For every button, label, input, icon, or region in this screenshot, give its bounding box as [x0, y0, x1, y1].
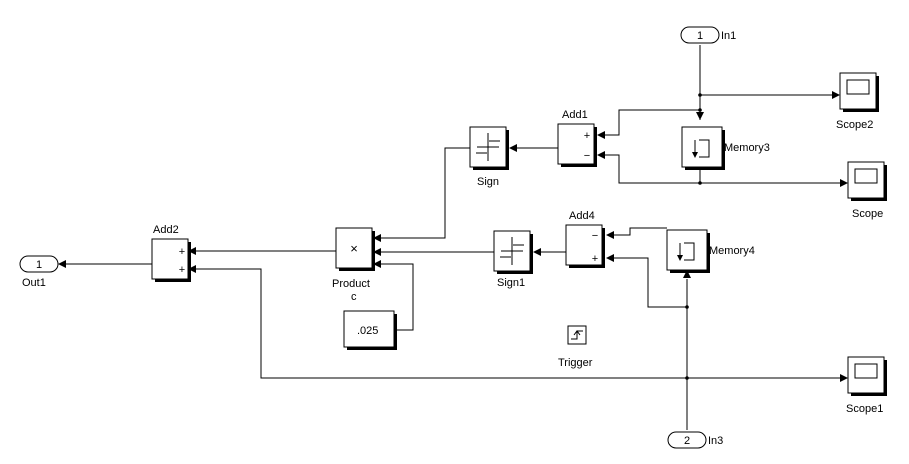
scope-screen-icon [854, 168, 878, 184]
inport-in1-label: In1 [721, 30, 736, 42]
add2-sign-bottom: + [179, 264, 185, 276]
add1-label: Add1 [562, 109, 588, 121]
product-label-suffix: c [351, 291, 357, 303]
wire-constant-product [381, 263, 414, 331]
wire-memory3-scope [699, 170, 840, 184]
sign-block[interactable]: Sign [469, 126, 509, 188]
add4-sign-bottom: + [592, 253, 598, 265]
product-multiply-icon: × [350, 241, 358, 256]
wire-memory3-add1 [605, 154, 700, 184]
inport-in1[interactable]: 1 In1 [680, 26, 736, 44]
scope-screen-icon [854, 363, 878, 379]
outport-out1-number: 1 [36, 259, 42, 271]
trigger-label: Trigger [558, 357, 593, 369]
constant-value: .025 [357, 325, 378, 337]
constant-block[interactable]: .025 [343, 310, 397, 350]
scope2-label: Scope2 [836, 119, 873, 131]
add4-sign-top: − [592, 230, 598, 242]
wire-memory4-add4 [614, 227, 667, 236]
outport-out1[interactable]: 1 Out1 [19, 255, 59, 289]
add2-sign-top: + [179, 246, 185, 258]
add4-label: Add4 [569, 210, 595, 222]
add2-block[interactable]: + + Add2 [151, 224, 191, 282]
wire-sign-product [381, 147, 470, 239]
trigger-block[interactable]: Trigger [558, 325, 593, 369]
add1-sign-bottom: − [584, 150, 590, 162]
product-label: Product [332, 278, 370, 290]
scope1-block[interactable]: Scope1 [846, 356, 887, 415]
add1-sign-top: + [584, 130, 590, 142]
scope-screen-icon [846, 79, 870, 95]
add4-block[interactable]: − + Add4 [565, 210, 605, 268]
scope1-label: Scope1 [846, 403, 883, 415]
memory4-label: Memory4 [709, 245, 755, 257]
scope-block[interactable]: Scope [847, 161, 887, 220]
junction-dots [685, 93, 702, 380]
memory-icon [677, 242, 695, 261]
sign1-label: Sign1 [497, 277, 525, 289]
wire-in3-add4 [614, 257, 687, 308]
signal-lines [66, 45, 840, 430]
memory3-label: Memory3 [724, 142, 770, 154]
arrowheads [58, 91, 848, 382]
sign-function-icon [500, 237, 524, 265]
inport-in3-number: 2 [684, 435, 690, 447]
wire-in3-add2 [196, 268, 687, 379]
sign1-block[interactable]: Sign1 [493, 230, 533, 289]
sign-label: Sign [477, 176, 499, 188]
inport-in3-label: In3 [708, 435, 723, 447]
memory3-block[interactable]: Memory3 [681, 126, 770, 170]
trigger-icon [571, 330, 583, 340]
add1-block[interactable]: + − Add1 [557, 109, 597, 167]
add2-label: Add2 [153, 224, 179, 236]
inport-in3[interactable]: 2 In3 [667, 431, 723, 449]
product-block[interactable]: × Product c [332, 227, 375, 303]
memory4-block[interactable]: Memory4 [666, 229, 755, 273]
scope2-block[interactable]: Scope2 [836, 72, 879, 131]
outport-out1-label: Out1 [22, 277, 46, 289]
memory-icon [692, 139, 710, 158]
scope-label: Scope [852, 208, 883, 220]
sign-function-icon [476, 133, 500, 161]
wire-in1-add1 [605, 109, 700, 136]
inport-in1-number: 1 [697, 30, 703, 42]
